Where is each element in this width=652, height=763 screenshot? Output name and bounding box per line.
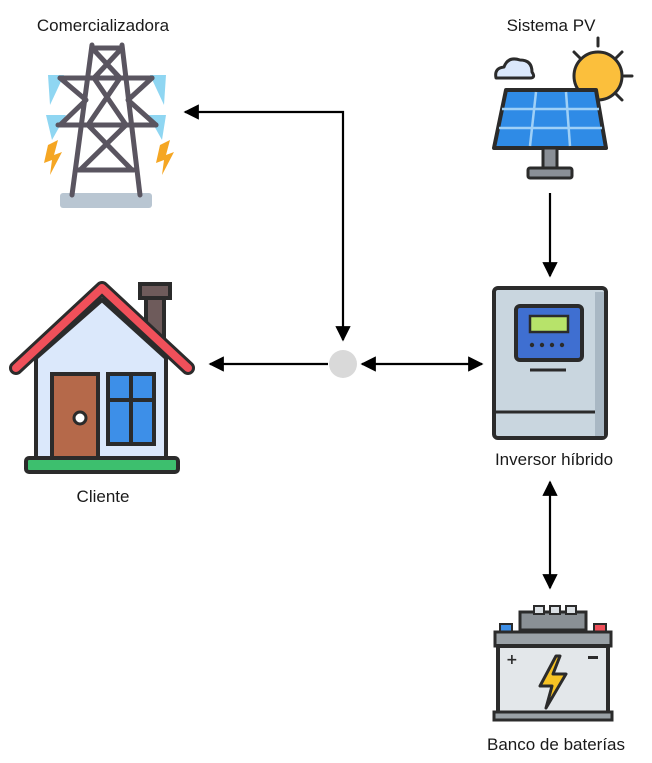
inverter-label: Inversor híbrido [494,450,614,469]
client-label: Cliente [76,487,130,506]
pv-label: Sistema PV [506,16,596,35]
svg-text:+: + [506,652,518,668]
grid-label: Comercializadora [36,16,170,35]
solar-panel-sun-icon [492,36,634,180]
connectors [183,104,558,590]
arrow-grid-junction [183,104,351,342]
battery-icon: + [492,605,614,722]
inverter-icon [492,286,608,440]
house-icon [9,281,195,474]
battery-label: Banco de baterías [487,735,625,754]
transmission-tower-icon [44,42,174,208]
junction-node [329,350,357,378]
